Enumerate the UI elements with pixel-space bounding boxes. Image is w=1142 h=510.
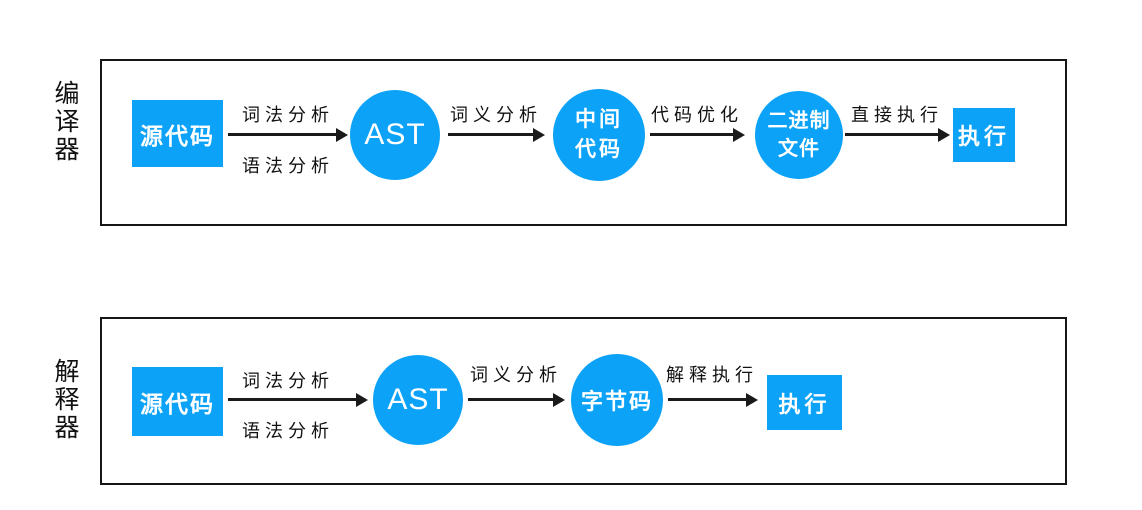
arrow-lexical-syntax <box>228 398 357 401</box>
node-execute: 执行 <box>767 375 842 430</box>
node-source-code-label: 源代码 <box>140 122 215 149</box>
arrow-interpret-execute <box>668 398 747 401</box>
arrow-optimize <box>650 133 734 136</box>
compiler-side-label: 编译器 <box>51 80 79 164</box>
node-intermediate-code: 中间 代码 <box>553 89 645 181</box>
node-intermediate-code-line2: 代码 <box>575 138 623 161</box>
edge-label-syntax-analysis: 语法分析 <box>242 156 334 176</box>
arrow-lexical-syntax <box>228 133 337 136</box>
node-source-code-label: 源代码 <box>140 390 215 417</box>
node-binary-file-line1: 二进制 <box>767 110 831 132</box>
node-source-code: 源代码 <box>132 367 223 436</box>
node-binary-file-line2: 文件 <box>778 138 820 160</box>
edge-label-direct-execution: 直接执行 <box>851 105 943 125</box>
node-execute-label: 执行 <box>778 391 831 417</box>
compiler-panel: 源代码 词法分析 语法分析 AST 词义分析 中间 代码 代码优化 二进制 文件… <box>100 59 1067 226</box>
node-intermediate-code-line1: 中间 <box>575 108 623 131</box>
interpreter-side-label: 解释器 <box>51 358 79 442</box>
node-bytecode: 字节码 <box>571 354 663 446</box>
edge-label-interpreted-execution: 解释执行 <box>666 365 758 385</box>
edge-label-semantic-analysis: 词义分析 <box>450 105 542 125</box>
edge-label-lexical-analysis: 词法分析 <box>242 371 334 391</box>
arrow-semantic <box>468 398 554 401</box>
interpreter-panel: 源代码 词法分析 语法分析 AST 词义分析 字节码 解释执行 执行 <box>100 317 1067 485</box>
edge-label-code-optimization: 代码优化 <box>651 105 743 125</box>
node-ast: AST <box>373 355 463 445</box>
node-source-code: 源代码 <box>132 100 223 167</box>
node-binary-file: 二进制 文件 <box>755 91 843 179</box>
arrow-semantic <box>448 133 534 136</box>
node-ast: AST <box>350 90 440 180</box>
node-ast-label: AST <box>387 383 449 416</box>
edge-label-semantic-analysis: 词义分析 <box>470 365 562 385</box>
node-execute-label: 执行 <box>957 124 1010 149</box>
edge-label-syntax-analysis: 语法分析 <box>242 421 334 441</box>
arrow-direct-execute <box>845 133 939 136</box>
edge-label-lexical-analysis: 词法分析 <box>242 105 334 125</box>
node-execute: 执行 <box>953 108 1015 162</box>
node-ast-label: AST <box>364 118 426 151</box>
node-bytecode-label: 字节码 <box>580 389 653 414</box>
